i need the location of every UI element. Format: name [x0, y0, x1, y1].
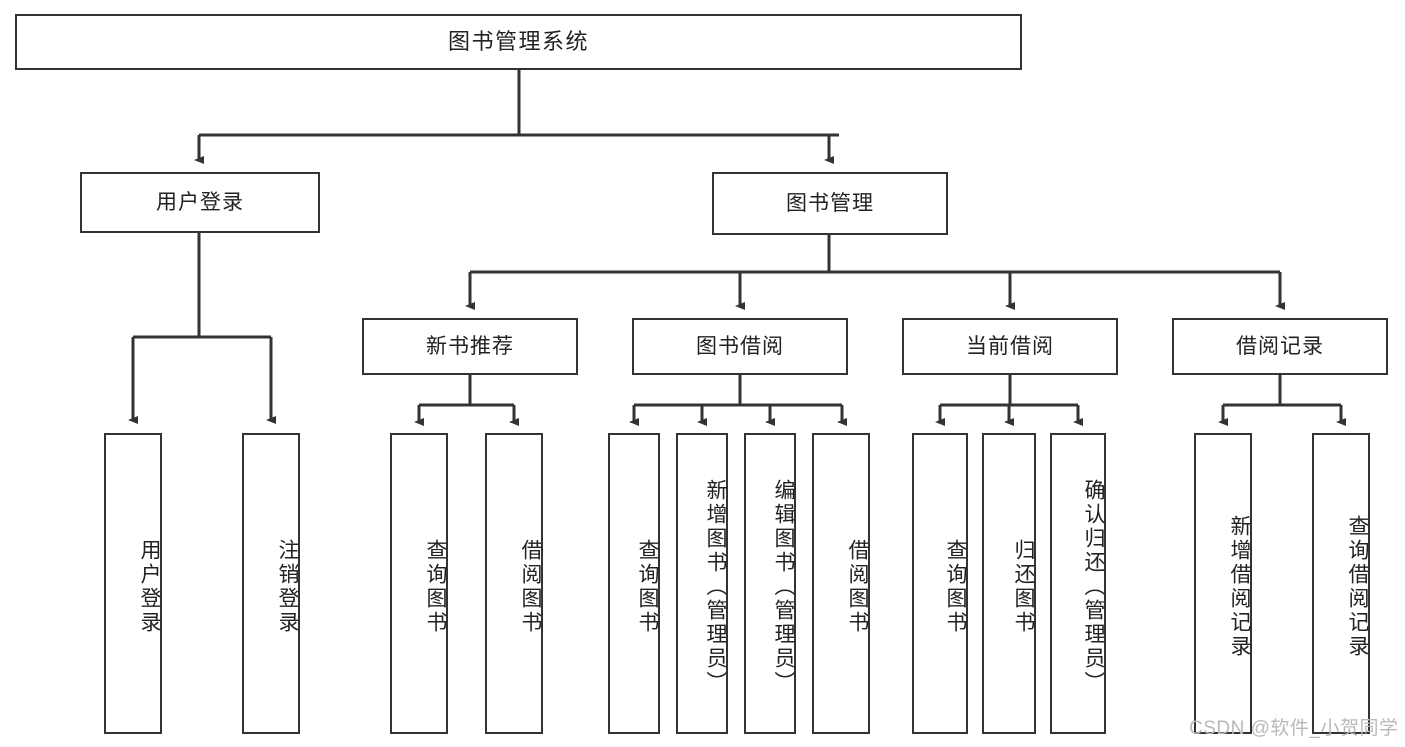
node-user-login[interactable]: 用户登录: [80, 172, 320, 233]
leaf-user-login-logout[interactable]: 注销登录: [242, 433, 300, 734]
node-root-book-management-system[interactable]: 图书管理系统: [15, 14, 1022, 70]
node-label: 新书推荐: [426, 334, 514, 358]
node-book-borrow[interactable]: 图书借阅: [632, 318, 848, 375]
leaf-current-borrow-query-book[interactable]: 查询图书: [912, 433, 968, 734]
leaf-new-book-query-book[interactable]: 查询图书: [390, 433, 448, 734]
node-label: 借阅记录: [1236, 334, 1324, 358]
node-label: 查询图书: [424, 538, 447, 635]
leaf-current-borrow-return-book[interactable]: 归还图书: [982, 433, 1036, 734]
node-book-management[interactable]: 图书管理: [712, 172, 948, 235]
leaf-borrow-record-add-record[interactable]: 新增借阅记录: [1194, 433, 1252, 734]
node-label: 借阅图书: [519, 538, 542, 635]
node-borrow-record[interactable]: 借阅记录: [1172, 318, 1388, 375]
node-label: 用户登录: [156, 190, 244, 214]
leaf-current-borrow-confirm-return-admin[interactable]: 确认归还（管理员）: [1050, 433, 1106, 734]
node-label: 查询借阅记录: [1346, 514, 1369, 659]
node-label: 确认归还（管理员）: [1082, 478, 1105, 695]
watermark: CSDN @软件_小贺同学: [1189, 718, 1399, 739]
node-new-book-recommend[interactable]: 新书推荐: [362, 318, 578, 375]
node-label: 当前借阅: [966, 334, 1054, 358]
node-label: 查询图书: [636, 538, 659, 635]
leaf-book-borrow-edit-book-admin[interactable]: 编辑图书（管理员）: [744, 433, 796, 734]
node-label: 编辑图书（管理员）: [772, 478, 795, 695]
leaf-book-borrow-add-book-admin[interactable]: 新增图书（管理员）: [676, 433, 728, 734]
node-current-borrow[interactable]: 当前借阅: [902, 318, 1118, 375]
leaf-borrow-record-query-record[interactable]: 查询借阅记录: [1312, 433, 1370, 734]
node-label: 新增借阅记录: [1228, 514, 1251, 659]
node-label: 图书管理: [786, 191, 874, 215]
leaf-book-borrow-query-book[interactable]: 查询图书: [608, 433, 660, 734]
node-label: 借阅图书: [846, 538, 869, 635]
leaf-user-login-login[interactable]: 用户登录: [104, 433, 162, 734]
node-label: 注销登录: [276, 538, 299, 635]
node-label: 归还图书: [1012, 538, 1035, 635]
node-label: 新增图书（管理员）: [704, 478, 727, 695]
node-label: 图书借阅: [696, 334, 784, 358]
node-label: 图书管理系统: [447, 28, 589, 54]
node-label: 用户登录: [138, 538, 161, 635]
node-label: 查询图书: [944, 538, 967, 635]
leaf-new-book-borrow-book[interactable]: 借阅图书: [485, 433, 543, 734]
leaf-book-borrow-borrow-book[interactable]: 借阅图书: [812, 433, 870, 734]
